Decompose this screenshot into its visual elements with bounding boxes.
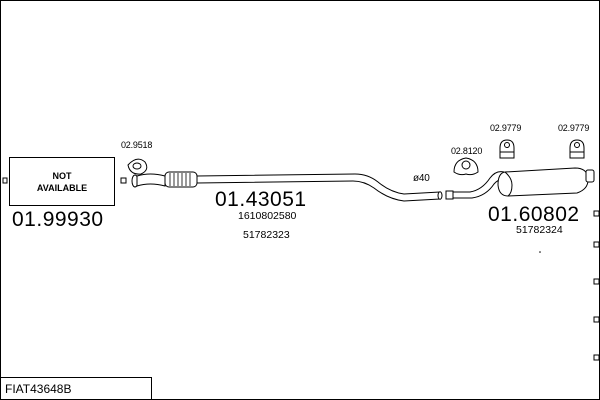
clamp-ref: 02.8120 — [451, 146, 483, 156]
hanger-part-2 — [569, 139, 585, 159]
middle-pipe-oem-1: 1610802580 — [238, 210, 297, 222]
gasket-ref: 02.9518 — [121, 140, 153, 150]
rear-box-ref: 01.60802 — [488, 203, 580, 226]
edge-marker-left — [2, 177, 8, 184]
stray-dot — [539, 251, 541, 253]
edge-marker-right-3 — [593, 278, 600, 285]
rear-silencer-part — [445, 167, 595, 200]
middle-pipe-oem-2: 51782323 — [243, 229, 290, 241]
front-pipe-ref: 01.99930 — [12, 208, 104, 231]
rear-box-oem: 51782324 — [516, 224, 563, 236]
diameter-label: ø40 — [413, 173, 430, 184]
edge-marker-right-1 — [593, 210, 600, 217]
not-available-box: NOT AVAILABLE — [9, 157, 115, 206]
hanger-ref-2: 02.9779 — [558, 123, 590, 133]
diagram-code-box: FIAT43648B — [0, 377, 152, 400]
not-available-line-2: AVAILABLE — [36, 182, 88, 193]
gasket-part — [127, 158, 148, 175]
hanger-part-1 — [499, 139, 515, 159]
middle-pipe-part — [131, 171, 443, 202]
edge-marker-right-5 — [593, 354, 600, 361]
middle-pipe-ref: 01.43051 — [215, 188, 307, 211]
edge-marker-right-4 — [593, 316, 600, 323]
not-available-line-1: NOT — [52, 170, 72, 181]
connector-left — [120, 177, 127, 184]
clamp-part — [453, 157, 479, 176]
diagram-code: FIAT43648B — [5, 382, 72, 396]
edge-marker-right-2 — [593, 241, 600, 248]
hanger-ref-1: 02.9779 — [490, 123, 522, 133]
